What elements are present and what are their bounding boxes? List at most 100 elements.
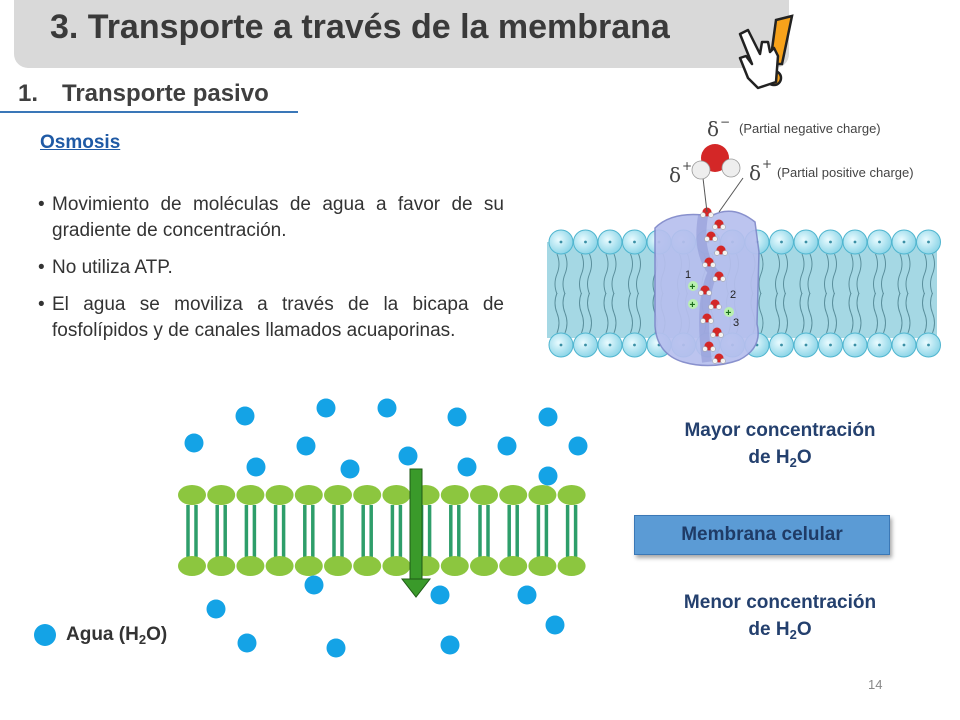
lipid-head-dot (853, 240, 857, 244)
section-divider (0, 111, 298, 113)
lipid-head (499, 556, 528, 576)
lipid-tail (881, 292, 886, 334)
water-molecule (340, 459, 360, 479)
aquaporin-diagram: δ − (Partial negative charge) δ + δ + (P… (547, 115, 941, 367)
water-molecule (447, 407, 467, 427)
higher-concentration-line1: Mayor concentración (684, 420, 876, 441)
water-molecule-hydrogen (714, 250, 720, 256)
lipid-tail (848, 292, 854, 334)
water-molecule (398, 446, 418, 466)
water-molecule (545, 615, 565, 635)
lipid-head-dot (927, 240, 930, 244)
lipid-head (236, 485, 265, 505)
lipid-tail (611, 292, 617, 334)
higher-concentration-label: Mayor concentración de H2O (650, 418, 910, 471)
lipid-tail (579, 253, 584, 295)
legend-subscript: 2 (138, 632, 147, 647)
lipid-tail (554, 253, 560, 295)
lipid-tail (775, 253, 780, 295)
water-molecule (326, 638, 346, 658)
lipid-tail (636, 253, 641, 295)
lipid-head-dot (878, 343, 881, 347)
water-molecule-hydrogen (712, 224, 718, 230)
water-molecule-hydrogen (710, 346, 716, 352)
lipid-tail (873, 292, 878, 334)
water-legend-icon (34, 624, 56, 646)
lipid-tail (905, 292, 911, 334)
water-molecule (235, 406, 255, 426)
bullet-dot: • (38, 257, 45, 278)
lipid-tail (897, 253, 903, 295)
water-molecule-hydrogen (708, 318, 714, 324)
lipid-head-dot (902, 240, 906, 244)
lipid-tail (930, 292, 935, 334)
water-molecule-hydrogen (698, 290, 704, 296)
lipid-tail (628, 253, 633, 295)
lipid-head-dot (633, 240, 636, 244)
subscript: 2 (789, 626, 797, 642)
lipid-tail (856, 292, 862, 334)
water-molecule-hydrogen (708, 212, 714, 218)
lipid-head-dot (853, 343, 857, 347)
oxygen-letter: O (796, 618, 812, 640)
water-molecule (538, 407, 558, 427)
bullet-text: Movimiento de moléculas de agua a favor … (52, 194, 504, 241)
positive-charge-marker (724, 307, 734, 317)
lipid-tail (930, 253, 935, 295)
lipid-head-dot (902, 343, 906, 347)
legend-text-start: Agua (H (66, 624, 139, 645)
lipid-tail (611, 253, 617, 295)
cell-membrane-label: Membrana celular (634, 515, 890, 555)
water-molecule (184, 433, 204, 453)
lipid-tail (873, 253, 878, 295)
lipid-head (294, 556, 323, 576)
partial-positive-label: (Partial positive charge) (777, 165, 914, 180)
water-molecule-hydrogen (706, 290, 712, 296)
lipid-tail (587, 253, 592, 295)
positive-charge-marker (688, 281, 698, 291)
lipid-head (470, 556, 498, 576)
lipid-tail (554, 292, 560, 334)
lipid-tail (799, 253, 805, 295)
lipid-head-dot (633, 343, 636, 347)
lipid-head (353, 556, 382, 576)
water-molecule-hydrogen (702, 262, 708, 268)
lipid-head (178, 556, 206, 576)
slide-title: 3. Transporte a través de la membrana (50, 8, 670, 46)
lipid-head (178, 485, 206, 505)
lipid-head-dot (608, 343, 612, 347)
water-molecule-hydrogen (720, 358, 726, 364)
marker-3: 3 (733, 317, 739, 329)
lipid-head (440, 556, 469, 576)
water-molecule (316, 398, 336, 418)
lipid-head-dot (927, 343, 930, 347)
lipid-head-dot (804, 343, 808, 347)
hand-shape (738, 28, 780, 90)
lipid-tail (636, 292, 641, 334)
lipid-head-dot (608, 240, 612, 244)
lipid-head (324, 556, 352, 576)
lipid-tail (783, 292, 788, 334)
arrow-shaft (409, 468, 423, 580)
lipid-head-dot (780, 343, 783, 347)
lipid-head-dot (584, 343, 587, 347)
lipid-head-dot (559, 343, 563, 347)
water-molecule (457, 457, 477, 477)
water-molecule-hydrogen (700, 212, 706, 218)
delta-plus-symbol-left: δ (669, 163, 681, 187)
lipid-tail (775, 292, 780, 334)
water-molecules (184, 398, 588, 658)
lipid-tail (579, 292, 584, 334)
legend-text-end: O) (146, 624, 168, 645)
lipid-head (382, 556, 411, 576)
bullet-text: El agua se moviliza a través de la bicap… (52, 294, 504, 341)
positive-charge-marker (688, 299, 698, 309)
water-molecule-hydrogen (700, 318, 706, 324)
hydrogen-atom (691, 160, 711, 180)
water-molecule (497, 436, 517, 456)
delta-minus-sup: − (720, 115, 730, 129)
lipid-head (324, 485, 352, 505)
page-number: 14 (868, 677, 883, 692)
lower-concentration-label: Menor concentración de H2O (650, 590, 910, 643)
aquaporin-channel (696, 215, 719, 363)
